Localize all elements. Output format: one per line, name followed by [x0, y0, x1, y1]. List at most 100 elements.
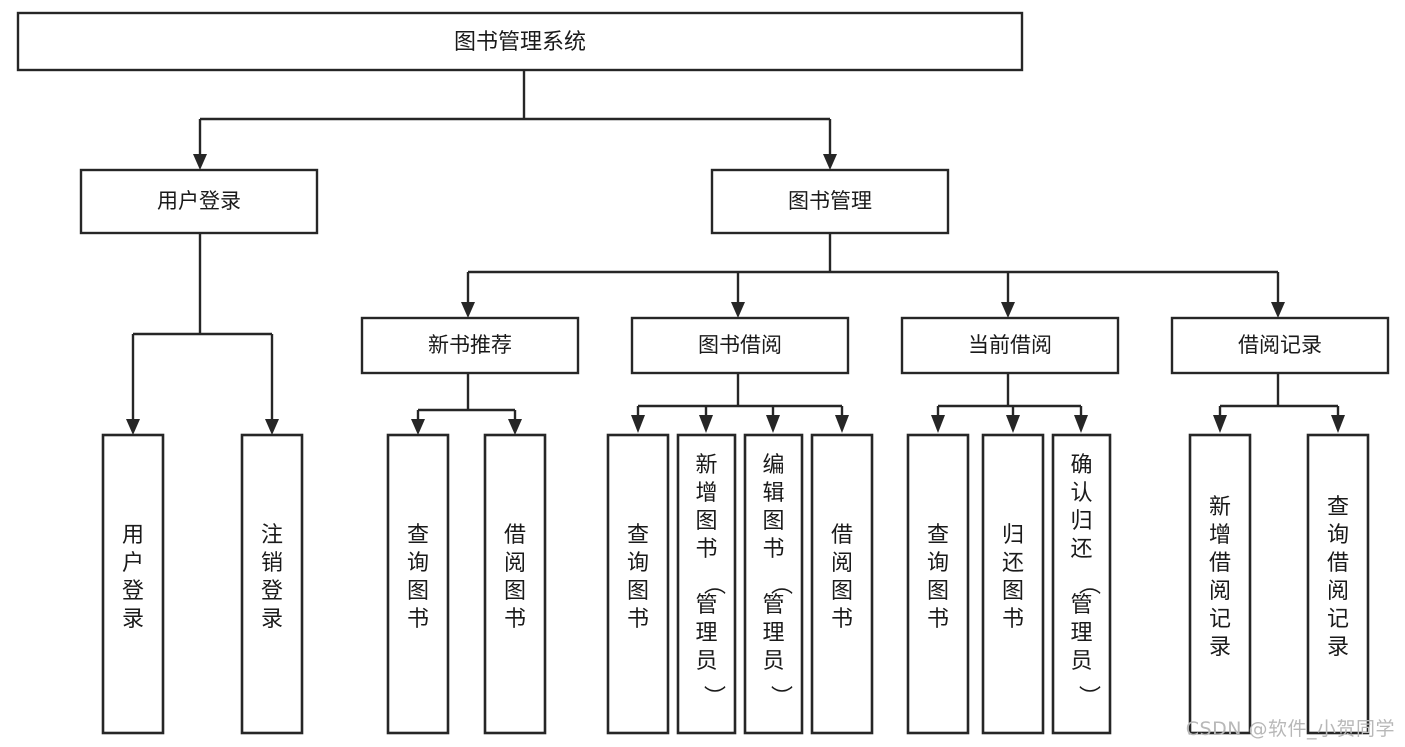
node-book-borrow[interactable]: 图书借阅	[630, 316, 850, 375]
svg-text:理: 理	[1070, 621, 1092, 646]
node-book-borrow-box[interactable]	[630, 316, 850, 375]
svg-text:图: 图	[762, 509, 784, 534]
svg-text:借: 借	[504, 523, 526, 548]
connector-group-book-management	[461, 233, 1285, 318]
svg-text:书: 书	[504, 607, 526, 632]
arrow-head-leaf-query-record	[1331, 415, 1345, 433]
svg-text:借: 借	[831, 523, 853, 548]
leaf-query-book-3-box[interactable]	[906, 433, 970, 735]
svg-text:书: 书	[762, 537, 784, 562]
leaf-confirm-return-box[interactable]	[1051, 433, 1112, 735]
svg-text:户: 户	[122, 551, 144, 576]
leaf-borrow-book-2-box[interactable]	[810, 433, 874, 735]
svg-text:还: 还	[1070, 537, 1092, 562]
svg-text:注: 注	[261, 523, 283, 548]
leaf-borrow-book-1-box[interactable]	[483, 433, 547, 735]
svg-text:记: 记	[1327, 607, 1349, 632]
leaf-add-record-box[interactable]	[1188, 433, 1252, 735]
svg-text:增: 增	[1209, 523, 1231, 548]
leaf-query-book-2-box[interactable]	[606, 433, 670, 735]
svg-text:询: 询	[627, 551, 649, 576]
node-book-management-box[interactable]	[710, 168, 950, 235]
svg-text:查: 查	[627, 523, 649, 548]
arrow-head-leaf-add-record	[1213, 415, 1227, 433]
leaf-query-book-1-box[interactable]	[386, 433, 450, 735]
svg-text:阅: 阅	[1209, 579, 1231, 604]
node-book-management[interactable]: 图书管理	[710, 168, 950, 235]
arrow-head-book-borrow	[731, 302, 745, 318]
svg-text:图: 图	[1002, 579, 1024, 604]
arrow-head-leaf-borrow-book-1	[508, 419, 522, 435]
leaf-add-book-box[interactable]	[676, 433, 737, 735]
svg-text:录: 录	[122, 607, 144, 632]
arrow-head-leaf-confirm-return	[1074, 415, 1088, 433]
node-current-borrow[interactable]: 当前借阅	[900, 316, 1120, 375]
node-root[interactable]: 图书管理系统	[16, 11, 1024, 72]
node-new-book-recommend-box[interactable]	[360, 316, 580, 375]
node-borrow-record-box[interactable]	[1170, 316, 1390, 375]
node-user-login-label: 用户登录	[157, 189, 241, 213]
node-root-label: 图书管理系统	[454, 30, 586, 55]
node-user-login-box[interactable]	[79, 168, 319, 235]
svg-text:销: 销	[261, 551, 283, 576]
connector-group-current-borrow	[931, 373, 1088, 433]
node-new-book-recommend[interactable]: 新书推荐	[360, 316, 580, 375]
svg-text:记: 记	[1209, 607, 1231, 632]
svg-text:询: 询	[407, 551, 429, 576]
leaf-logout-box[interactable]	[240, 433, 304, 735]
svg-text:查: 查	[927, 523, 949, 548]
svg-text:理: 理	[695, 621, 717, 646]
arrow-head-leaf-edit-book	[766, 415, 780, 433]
svg-text:询: 询	[1327, 523, 1349, 548]
svg-text:图: 图	[927, 579, 949, 604]
svg-text:归: 归	[1070, 509, 1092, 534]
svg-text:认: 认	[1070, 481, 1092, 506]
arrow-head-leaf-return-book	[1006, 415, 1020, 433]
svg-text:用: 用	[122, 523, 144, 548]
svg-text:辑: 辑	[762, 481, 784, 506]
leaf-return-book-box[interactable]	[981, 433, 1045, 735]
svg-text:图: 图	[695, 509, 717, 534]
leaf-query-record-box[interactable]	[1306, 433, 1370, 735]
svg-text:管: 管	[695, 593, 717, 618]
svg-text:录: 录	[1327, 635, 1349, 660]
node-borrow-record[interactable]: 借阅记录	[1170, 316, 1390, 375]
svg-text:借: 借	[1327, 551, 1349, 576]
arrow-head-leaf-query-book-1	[411, 419, 425, 435]
svg-text:登: 登	[261, 579, 283, 604]
svg-text:确: 确	[1070, 453, 1092, 478]
svg-text:图: 图	[407, 579, 429, 604]
connector-group-root	[193, 70, 837, 170]
leaf-user-login-label: 用户登录	[122, 523, 144, 632]
svg-text:（: （	[701, 573, 726, 595]
arrow-head-leaf-borrow-book-2	[835, 415, 849, 433]
node-current-borrow-label: 当前借阅	[968, 333, 1052, 357]
arrow-head-leaf-logout	[265, 419, 279, 435]
leaf-edit-book-box[interactable]	[743, 433, 804, 735]
svg-text:员: 员	[1070, 649, 1092, 674]
svg-text:书: 书	[407, 607, 429, 632]
node-user-login[interactable]: 用户登录	[79, 168, 319, 235]
svg-text:录: 录	[261, 607, 283, 632]
svg-text:新: 新	[1209, 495, 1231, 520]
svg-text:员: 员	[762, 649, 784, 674]
svg-text:阅: 阅	[831, 551, 853, 576]
node-current-borrow-box[interactable]	[900, 316, 1120, 375]
svg-text:（: （	[768, 573, 793, 595]
node-root-box[interactable]	[16, 11, 1024, 72]
leaf-user-login-box[interactable]	[101, 433, 165, 735]
connector-group-book-borrow	[631, 373, 849, 433]
svg-text:询: 询	[927, 551, 949, 576]
svg-text:还: 还	[1002, 551, 1024, 576]
svg-text:员: 员	[695, 649, 717, 674]
